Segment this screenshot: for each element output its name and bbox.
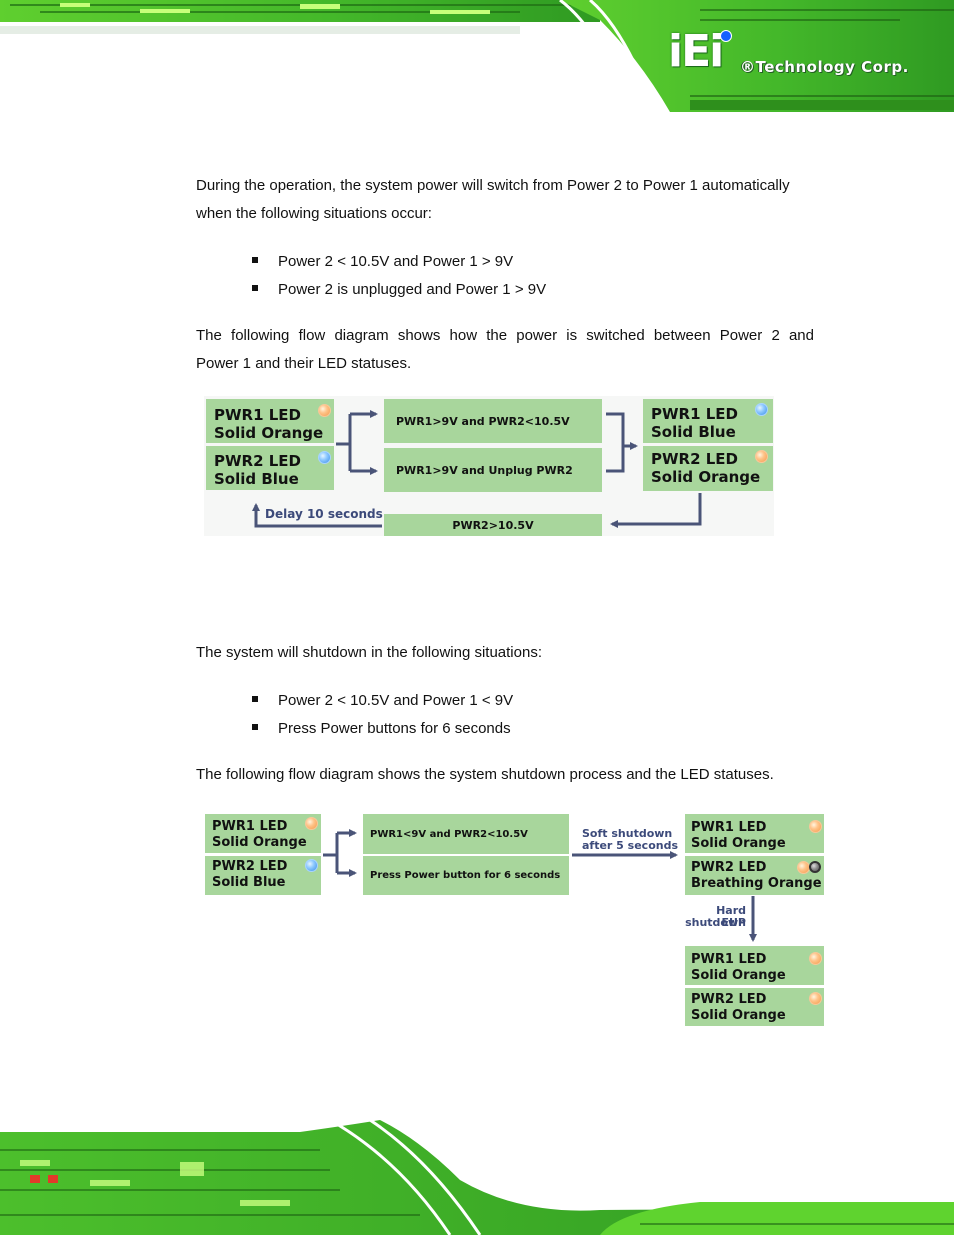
diagram1-left-pwr2-box: PWR2 LED Solid Blue — [206, 446, 334, 490]
diagram2-hard-label-2: EUP — [721, 916, 746, 929]
section2-bullet-1: Power 2 < 10.5V and Power 1 < 9V — [252, 691, 513, 711]
diagram1-cond-bottom: PWR1>9V and Unplug PWR2 — [384, 448, 602, 492]
section2-bullet-2: Press Power buttons for 6 seconds — [252, 719, 511, 739]
diagram1-cond-top: PWR1>9V and PWR2<10.5V — [384, 399, 602, 443]
blue-led-icon — [305, 859, 318, 872]
footer-circuit-banner — [0, 1120, 954, 1235]
section1-diagram-intro-line1: The following flow diagram shows how the… — [196, 327, 814, 344]
logo-dot-icon — [720, 30, 732, 42]
diagram2-soft-label-2: after 5 seconds — [582, 839, 679, 852]
company-logo: iEi ®Technology Corp. — [668, 28, 928, 88]
section2-intro: The system will shutdown in the followin… — [196, 644, 542, 661]
diagram2-final-pwr2-box: PWR2 LED Solid Orange — [685, 988, 824, 1026]
diagram2-cond-top: PWR1<9V and PWR2<10.5V — [363, 814, 569, 854]
diagram2-right-pwr2-box: PWR2 LED Breathing Orange — [685, 856, 824, 895]
grey-led-icon — [809, 861, 821, 873]
bullet-square-icon — [252, 285, 258, 292]
bullet-square-icon — [252, 724, 258, 731]
diagram2-left-pwr1-box: PWR1 LED Solid Orange — [205, 814, 321, 853]
diagram2-hard-label-1: Hard shutdown — [685, 904, 746, 929]
section1-diagram-intro-line2: Power 1 and their LED statuses. — [196, 355, 412, 372]
bullet-square-icon — [252, 696, 258, 703]
diagram2-right-pwr1-box: PWR1 LED Solid Orange — [685, 814, 824, 853]
diagram1-left-pwr1-box: PWR1 LED Solid Orange — [206, 399, 334, 443]
orange-led-icon — [318, 404, 331, 417]
bullet-square-icon — [252, 257, 258, 264]
header-circuit-banner — [0, 0, 954, 112]
section1-intro: During the operation, the system power w… — [196, 177, 790, 222]
diagram2-cond-bottom: Press Power button for 6 seconds — [363, 856, 569, 895]
blue-led-icon — [755, 403, 768, 416]
diagram2-left-pwr2-box: PWR2 LED Solid Blue — [205, 856, 321, 895]
orange-led-icon — [809, 992, 822, 1005]
diagram2-soft-label-1: Soft shutdown — [582, 827, 673, 840]
orange-led-icon — [755, 450, 768, 463]
diagram1-right-pwr2-box: PWR2 LED Solid Orange — [643, 446, 773, 491]
section1-bullet-1: Power 2 < 10.5V and Power 1 > 9V — [252, 252, 513, 272]
diagram1-right-pwr1-box: PWR1 LED Solid Blue — [643, 399, 773, 443]
diagram1-delay-label: Delay 10 seconds — [265, 507, 383, 521]
orange-led-icon — [809, 952, 822, 965]
section1-bullet-2: Power 2 is unplugged and Power 1 > 9V — [252, 280, 546, 300]
diagram1-return-cond: PWR2>10.5V — [384, 514, 602, 536]
section2-diagram-intro: The following flow diagram shows the sys… — [196, 766, 774, 783]
orange-led-icon — [305, 817, 318, 830]
logo-text: ®Technology Corp. — [740, 58, 909, 76]
diagram2-final-pwr1-box: PWR1 LED Solid Orange — [685, 946, 824, 985]
logo-mark: iEi — [668, 26, 724, 77]
blue-led-icon — [318, 451, 331, 464]
orange-led-icon — [809, 820, 822, 833]
